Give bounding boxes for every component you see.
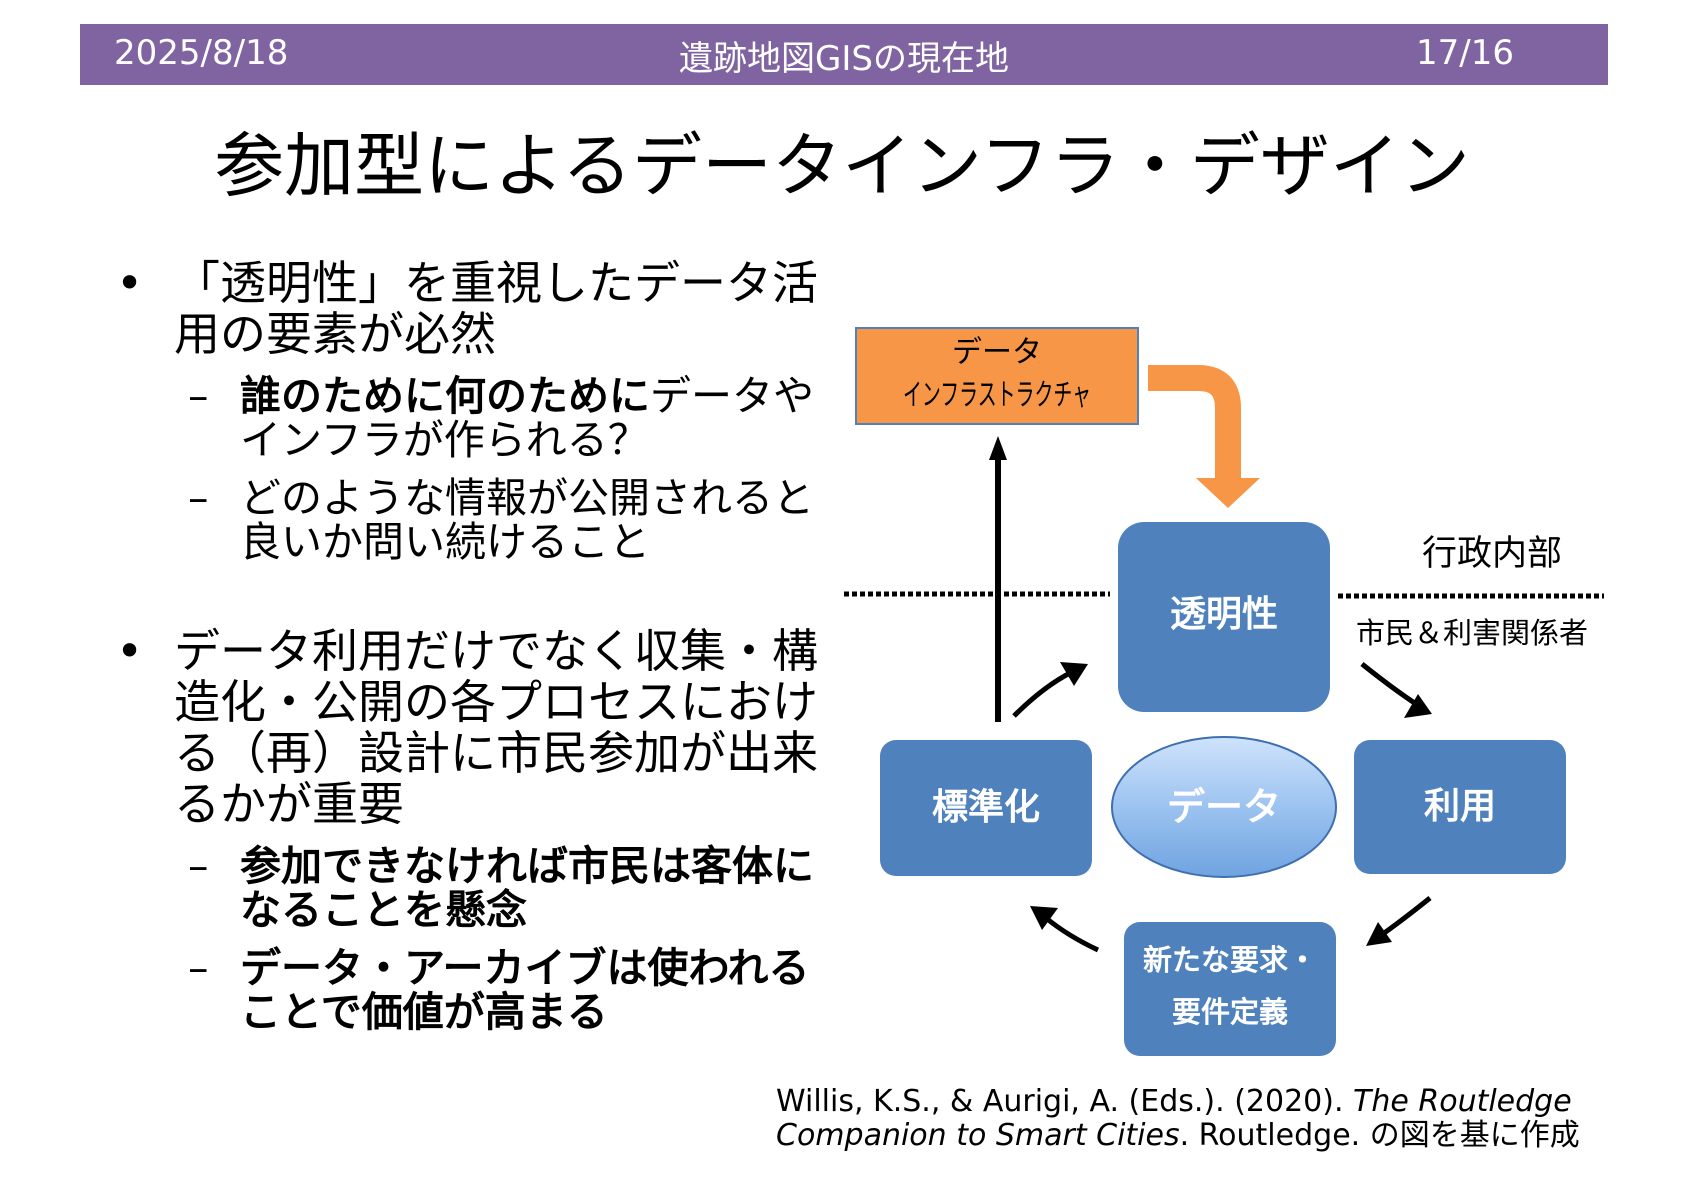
requirements-box: 新たな要求・ 要件定義 bbox=[1124, 922, 1336, 1056]
requirements-label-line2: 要件定義 bbox=[1172, 995, 1288, 1029]
infrastructure-label-line2: インフラストラクチャ bbox=[903, 378, 1091, 413]
use-box: 利用 bbox=[1354, 740, 1566, 874]
infrastructure-box: データ インフラストラクチャ bbox=[855, 327, 1139, 425]
header-date: 2025/8/18 bbox=[114, 33, 289, 73]
bullet-text: 「透明性」を重視したデータ活用の要素が必然 bbox=[174, 256, 818, 361]
header-page-number: 17/16 bbox=[1416, 33, 1514, 73]
citation-authors: Willis, K.S., & Aurigi, A. (Eds.). (2020… bbox=[776, 1084, 1354, 1119]
inside-label: 行政内部 bbox=[1422, 534, 1562, 574]
citation-suffix: . Routledge. の図を基に作成 bbox=[1179, 1118, 1580, 1153]
requirements-label-line1: 新たな要求・ bbox=[1143, 943, 1317, 977]
sub-bullet-dash: – bbox=[188, 372, 209, 420]
citation-line2: Companion to Smart Cities. Routledge. の図… bbox=[776, 1119, 1580, 1153]
data-ellipse: データ bbox=[1111, 736, 1337, 878]
cycle-arrow-to-transparency bbox=[1012, 662, 1088, 718]
standardization-box: 標準化 bbox=[880, 740, 1092, 876]
sub-bullet-bold-text: データ・アーカイブは使われることで価値が高まる bbox=[240, 944, 810, 1036]
data-label: データ bbox=[1167, 785, 1281, 829]
citation-line1: Willis, K.S., & Aurigi, A. (Eds.). (2020… bbox=[776, 1085, 1580, 1119]
transparency-label: 透明性 bbox=[1170, 594, 1278, 635]
sub-bullet-item: – 参加できなければ市民は客体になることを懸念 bbox=[110, 844, 830, 932]
sub-bullet-item: – 誰のために何のためにデータやインフラが作られる？ bbox=[110, 374, 830, 462]
cycle-arrow-to-standardization bbox=[1030, 906, 1100, 953]
slide-title: 参加型によるデータインフラ・デザイン bbox=[214, 125, 1470, 207]
outside-label: 市民＆利害関係者 bbox=[1356, 616, 1588, 650]
bullet-list: • 「透明性」を重視したデータ活用の要素が必然 – 誰のために何のためにデータや… bbox=[110, 258, 830, 1035]
sub-bullet-text: どのような情報が公開されると良いか問い続けること bbox=[240, 474, 814, 566]
bullet-dot: • bbox=[116, 256, 144, 310]
sub-bullet-dash: – bbox=[188, 944, 209, 992]
citation: Willis, K.S., & Aurigi, A. (Eds.). (2020… bbox=[776, 1085, 1580, 1153]
bullet-item: • 「透明性」を重視したデータ活用の要素が必然 bbox=[110, 258, 830, 360]
transparency-box: 透明性 bbox=[1118, 522, 1330, 712]
bullet-text: データ利用だけでなく収集・構造化・公開の各プロセスにおける（再）設計に市民参加が… bbox=[174, 624, 818, 831]
sub-bullet-dash: – bbox=[188, 842, 209, 890]
citation-title-part1: The Routledge bbox=[1353, 1084, 1572, 1119]
infrastructure-label-line1: データ bbox=[952, 335, 1042, 370]
citation-title-part2: Companion to Smart Cities bbox=[776, 1118, 1180, 1153]
use-label: 利用 bbox=[1424, 786, 1496, 827]
bullet-item: • データ利用だけでなく収集・構造化・公開の各プロセスにおける（再）設計に市民参… bbox=[110, 626, 830, 830]
bullet-dot: • bbox=[116, 624, 144, 678]
sub-bullet-item: – どのような情報が公開されると良いか問い続けること bbox=[110, 476, 830, 564]
slide-header: 2025/8/18 遺跡地図GISの現在地 17/16 bbox=[80, 24, 1608, 85]
header-title: 遺跡地図GISの現在地 bbox=[679, 39, 1009, 79]
sub-bullet-bold-text: 参加できなければ市民は客体になることを懸念 bbox=[240, 842, 814, 934]
orange-bent-arrow bbox=[1148, 365, 1260, 508]
sub-bullet-dash: – bbox=[188, 474, 209, 522]
sub-bullet-bold-text: 誰のために何のために bbox=[240, 372, 650, 420]
standardization-label: 標準化 bbox=[932, 787, 1040, 828]
vertical-arrow bbox=[989, 436, 1007, 722]
cycle-arrow-to-requirements bbox=[1366, 896, 1432, 946]
cycle-arrow-to-use bbox=[1360, 662, 1432, 718]
sub-bullet-item: – データ・アーカイブは使われることで価値が高まる bbox=[110, 946, 830, 1034]
sub-bullet-text: データやインフラが作られる？ bbox=[240, 372, 814, 464]
